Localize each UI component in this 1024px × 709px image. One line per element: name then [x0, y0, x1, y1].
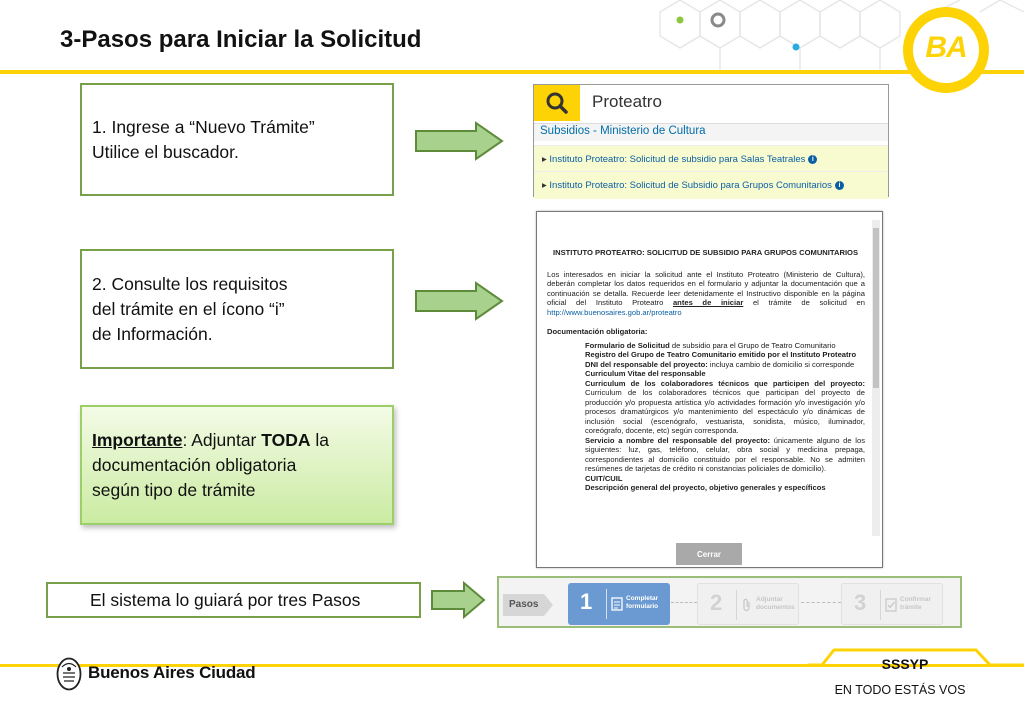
close-button[interactable]: Cerrar	[676, 543, 742, 565]
list-item: CUIT/CUIL	[585, 473, 623, 483]
step-connector	[671, 602, 697, 603]
important-line3: según tipo de trámite	[92, 479, 256, 500]
search-result-item[interactable]: ▸ Instituto Proteatro: Solicitud de subs…	[534, 145, 888, 173]
search-result-item[interactable]: ▸ Instituto Proteatro: Solicitud de Subs…	[534, 171, 888, 199]
footer-yellow-rule	[0, 664, 1024, 667]
step2-instruction-box: 2. Consulte los requisitos del trámite e…	[80, 249, 394, 369]
top-yellow-rule	[0, 70, 1024, 74]
info-icon[interactable]: i	[808, 154, 818, 164]
list-item: DNI del responsable del proyecto: incluy…	[585, 359, 855, 369]
requirements-dialog-screenshot: INSTITUTO PROTEATRO: SOLICITUD DE SUBSID…	[536, 211, 883, 568]
search-icon-box[interactable]	[534, 85, 580, 121]
confirm-icon	[885, 598, 897, 612]
step2-line1: 2. Consulte los requisitos	[92, 273, 288, 294]
important-line2: documentación obligatoria	[92, 454, 297, 475]
ba-logo-text: BA	[925, 31, 967, 64]
step2-line2: del trámite en el ícono “i”	[92, 298, 285, 319]
right-arrow-icon	[415, 121, 504, 161]
required-docs-list: Formulario de Solicitud de subsidio para…	[547, 341, 865, 493]
list-item: Registro del Grupo de Teatro Comunitario…	[585, 350, 857, 359]
proteatro-link[interactable]: http://www.buenosaires.gob.ar/proteatro	[547, 307, 682, 317]
paperclip-icon	[743, 598, 750, 612]
list-item: Curriculum Vitae del responsable	[585, 369, 706, 378]
info-icon[interactable]: i	[834, 180, 844, 190]
step-confirm[interactable]: 3 Confirmar trámite	[841, 583, 943, 625]
slide-title: 3-Pasos para Iniciar la Solicitud	[60, 26, 422, 53]
search-bar[interactable]: Proteatro	[534, 85, 888, 121]
guide-box: El sistema lo guiará por tres Pasos	[46, 582, 421, 618]
city-shield-icon	[56, 657, 82, 691]
steps-progress-screenshot: Pasos 1 Completar formulario 2 Adjuntar …	[497, 576, 962, 628]
step-connector	[801, 602, 841, 603]
step-complete-form[interactable]: 1 Completar formulario	[568, 583, 670, 625]
search-input-value[interactable]: Proteatro	[592, 92, 662, 111]
list-item: Curriculum de los colaboradores técnicos…	[585, 378, 865, 436]
search-icon	[546, 92, 568, 114]
step2-line3: de Información.	[92, 323, 213, 344]
step1-line2: Utilice el buscador.	[92, 141, 239, 162]
org-label: SSSYP	[881, 656, 929, 672]
list-item: Servicio a nombre del responsable del pr…	[585, 435, 865, 474]
tagline: EN TODO ESTÁS VOS	[834, 683, 966, 697]
guide-text: El sistema lo guiará por tres Pasos	[90, 589, 361, 610]
scrollbar-thumb[interactable]	[873, 228, 879, 388]
scrollbar[interactable]	[872, 220, 880, 536]
hexagon-pattern-decoration	[659, 0, 1024, 70]
list-item: Formulario de Solicitud de subsidio para…	[585, 340, 836, 350]
right-arrow-icon	[431, 580, 486, 620]
pasos-label: Pasos	[503, 594, 553, 616]
city-name: Buenos Aires Ciudad	[88, 663, 256, 682]
step-attach-documents[interactable]: 2 Adjuntar documentos	[697, 583, 799, 625]
required-docs-label: Documentación obligatoria:	[547, 327, 648, 336]
footer-tab-outline	[808, 648, 1024, 667]
important-line1: Importante: Adjuntar TODA la	[92, 429, 329, 450]
form-icon	[611, 597, 623, 611]
list-item: Descripción general del proyecto, objeti…	[585, 483, 826, 492]
search-section-header: Subsidios - Ministerio de Cultura	[534, 123, 888, 141]
requirements-title: INSTITUTO PROTEATRO: SOLICITUD DE SUBSID…	[553, 248, 859, 257]
requirements-content: INSTITUTO PROTEATRO: SOLICITUD DE SUBSID…	[547, 248, 865, 536]
important-note-box: Importante: Adjuntar TODA la documentaci…	[80, 405, 394, 525]
requirements-intro: Los interesados en iniciar la solicitud …	[547, 269, 865, 317]
search-screenshot: Proteatro Subsidios - Ministerio de Cult…	[533, 84, 889, 199]
ba-logo: BA	[903, 7, 989, 93]
step1-instruction-box: 1. Ingrese a “Nuevo Trámite” Utilice el …	[80, 83, 394, 196]
step1-line1: 1. Ingrese a “Nuevo Trámite”	[92, 116, 315, 137]
right-arrow-icon	[415, 281, 504, 321]
